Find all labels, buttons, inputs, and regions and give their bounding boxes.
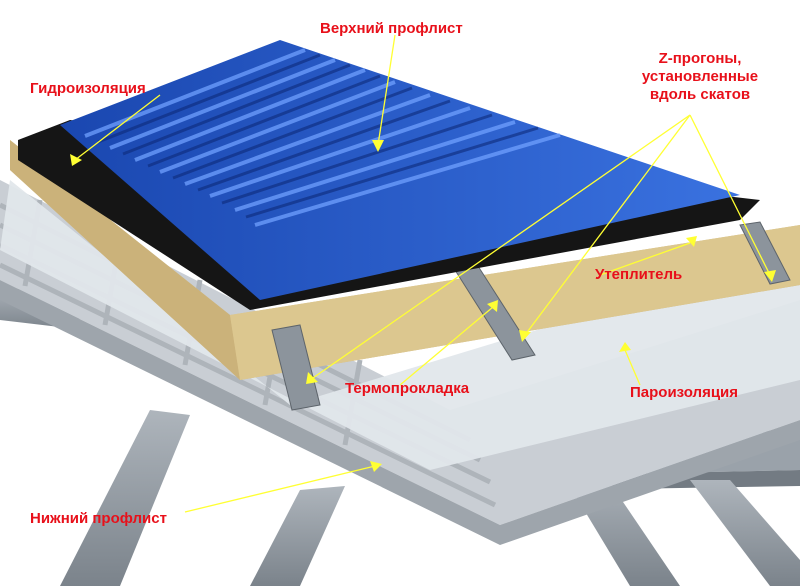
vapor-barrier-film — [0, 180, 800, 470]
leader-lines — [70, 34, 776, 513]
label-z-purlins-line-1: Z-прогоны, — [658, 50, 742, 67]
label-z-purlins-line-3: вдоль скатов — [649, 86, 751, 103]
label-waterproofing: Гидроизоляция — [30, 80, 146, 97]
label-vapor-barrier: Пароизоляция — [630, 384, 739, 401]
label-z-purlins: Z-прогоны, установленные вдоль скатов — [626, 50, 774, 104]
label-insulation: Утеплитель — [595, 266, 683, 283]
label-upper-profile: Верхний профлист — [320, 20, 463, 37]
label-thermal-pad: Термопрокладка — [345, 380, 470, 397]
label-z-purlins-line-2: установленные — [641, 68, 759, 85]
z-purlins — [271, 221, 791, 411]
insulation-board — [10, 140, 800, 380]
upper-profile-sheet — [60, 40, 740, 300]
label-lower-profile: Нижний профлист — [30, 510, 167, 527]
